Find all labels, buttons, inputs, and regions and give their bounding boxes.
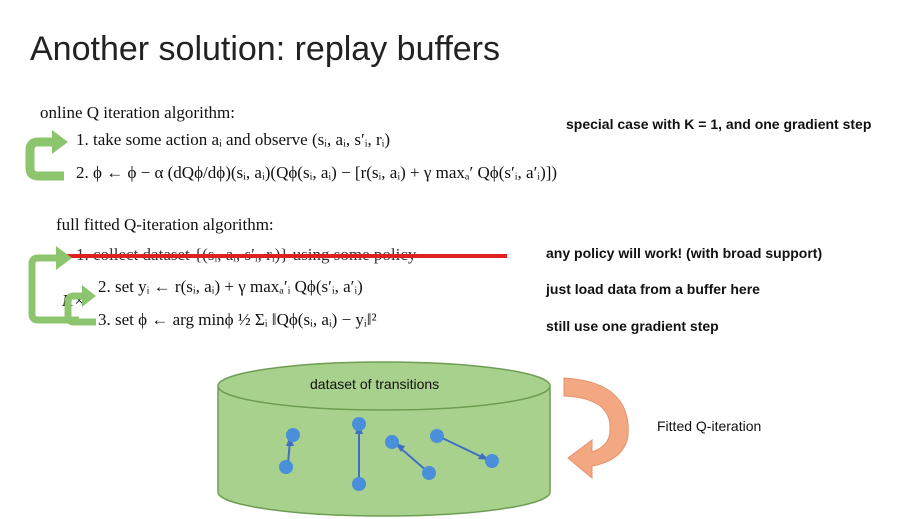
- online-algorithm-header: online Q iteration algorithm:: [40, 103, 235, 122]
- dataset-label: dataset of transitions: [310, 376, 440, 392]
- transition-point: [485, 454, 499, 468]
- transition-point: [422, 466, 436, 480]
- fitted-iteration-arrow-icon: [563, 377, 629, 480]
- transition-point: [352, 417, 366, 431]
- gradient-step-note: still use one gradient step: [546, 318, 719, 334]
- transition-point: [279, 460, 293, 474]
- transition-point: [286, 428, 300, 442]
- any-policy-note: any policy will work! (with broad suppor…: [546, 245, 823, 261]
- transition-point: [352, 477, 366, 491]
- inner-loop-arrow-icon: [64, 285, 96, 326]
- transition-point: [430, 429, 444, 443]
- dataset-cylinder: [217, 361, 551, 517]
- online-loop-arrow-icon: [25, 130, 68, 181]
- fitted-q-iteration-label: Fitted Q-iteration: [657, 418, 762, 434]
- full-step-3: 3. set ϕ ← arg minϕ ½ Σᵢ ‖Qϕ(sᵢ, aᵢ) − y…: [98, 310, 377, 329]
- full-algorithm-header: full fitted Q-iteration algorithm:: [56, 215, 274, 234]
- buffer-note: just load data from a buffer here: [546, 281, 760, 297]
- online-step-2: 2. ϕ ← ϕ − α (dQϕ/dϕ)(sᵢ, aᵢ)(Qϕ(sᵢ, aᵢ)…: [76, 163, 558, 182]
- full-step-2: 2. set yᵢ ← r(sᵢ, aᵢ) + γ maxₐ′ᵢ Qϕ(s′ᵢ,…: [98, 277, 363, 296]
- transition-point: [385, 435, 399, 449]
- strikethrough-line: [65, 254, 507, 258]
- slide-title: Another solution: replay buffers: [30, 30, 500, 68]
- online-step-1: 1. take some action aᵢ and observe (sᵢ, …: [76, 130, 391, 149]
- outer-loop-arrow-icon: [28, 246, 79, 324]
- online-note: special case with K = 1, and one gradien…: [566, 116, 872, 132]
